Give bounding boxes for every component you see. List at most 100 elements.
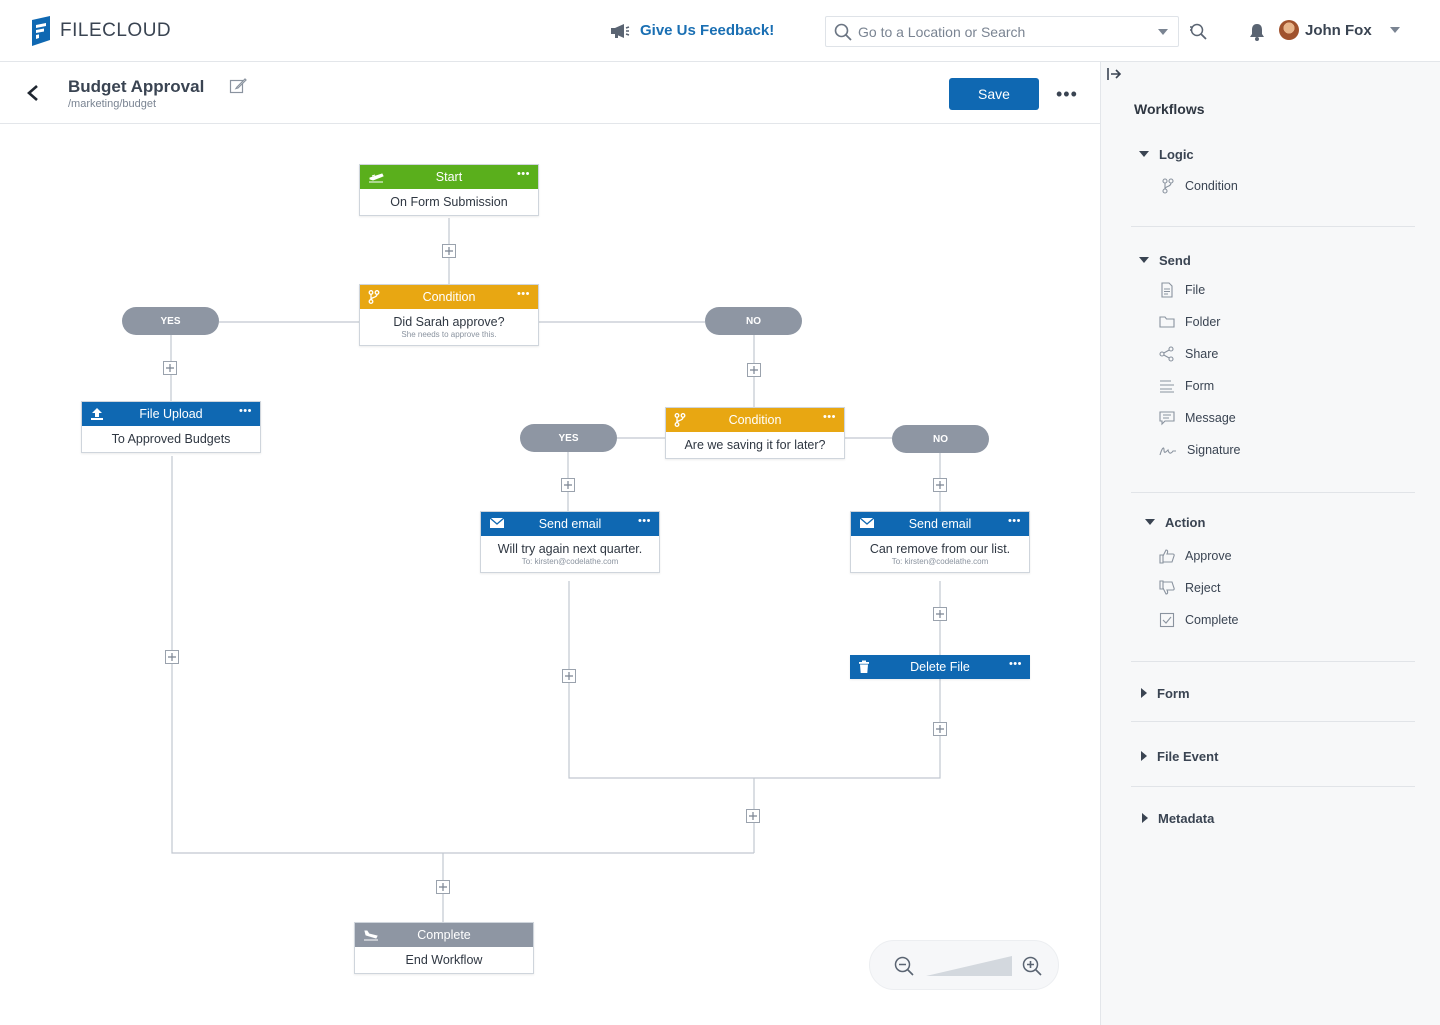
complete-node[interactable]: Complete End Workflow [354,922,534,974]
more-options-button[interactable]: ••• [1056,84,1078,104]
sidebar-item-file[interactable]: File [1139,274,1423,306]
branch-no-pill[interactable]: NO [705,307,802,335]
condition-node[interactable]: Condition ••• Did Sarah approve? She nee… [359,284,539,346]
edit-icon[interactable] [229,77,247,95]
node-menu-button[interactable]: ••• [1007,515,1021,527]
save-button[interactable]: Save [949,78,1039,110]
add-step-button[interactable] [746,809,760,823]
section-header-logic[interactable]: Logic [1139,144,1423,164]
sidebar-item-message[interactable]: Message [1139,402,1423,434]
add-step-button[interactable] [436,880,450,894]
file-upload-node[interactable]: File Upload ••• To Approved Budgets [81,401,261,453]
section-header-action[interactable]: Action [1145,512,1429,532]
add-step-button[interactable] [442,244,456,258]
collapse-sidebar-icon[interactable] [1106,67,1122,81]
section-header-metadata[interactable]: Metadata [1142,808,1426,828]
chevron-right-icon [1142,813,1148,823]
sidebar-item-share[interactable]: Share [1139,338,1423,370]
node-body: Can remove from our list. To: kirsten@co… [851,536,1029,572]
advanced-search-icon[interactable] [1188,22,1208,42]
search-dropdown-icon[interactable] [1158,29,1168,35]
sidebar-item-approve[interactable]: Approve [1145,540,1429,572]
section-action: Action Approve Reject Complete [1145,512,1429,636]
chevron-down-icon [1145,519,1155,525]
node-menu-button[interactable]: ••• [516,168,530,180]
item-label: Message [1185,411,1236,425]
node-body: Are we saving it for later? [684,438,826,452]
sidebar-item-folder[interactable]: Folder [1139,306,1423,338]
node-header: Send email ••• [851,512,1029,536]
delete-file-node[interactable]: Delete File ••• [850,655,1030,679]
section-header-send[interactable]: Send [1139,250,1423,270]
node-title: Delete File [910,660,970,674]
divider [1131,492,1415,493]
section-header-form[interactable]: Form [1141,683,1425,703]
sidebar-item-signature[interactable]: Signature [1139,434,1423,466]
chevron-down-icon [1139,257,1149,263]
zoom-slider[interactable] [926,955,1012,977]
zoom-in-icon[interactable] [1022,956,1042,976]
item-label: Reject [1185,581,1221,595]
add-step-button[interactable] [561,478,575,492]
section-header-file-event[interactable]: File Event [1141,746,1425,766]
connector-lines [170,218,941,922]
node-menu-button[interactable]: ••• [1008,658,1022,670]
trash-icon [859,660,869,673]
node-header: Condition ••• [666,408,844,432]
search-input[interactable] [858,23,1148,40]
logo[interactable]: FILECLOUD [30,16,171,46]
page-path: /marketing/budget [68,98,157,110]
sidebar-item-condition[interactable]: Condition [1139,170,1423,202]
chevron-down-icon [1389,27,1400,33]
item-label: Complete [1185,613,1239,627]
add-step-button[interactable] [933,722,947,736]
add-step-button[interactable] [163,361,177,375]
node-menu-button[interactable]: ••• [238,405,252,417]
item-label: Condition [1185,179,1238,193]
back-arrow-icon[interactable] [26,84,40,102]
branch-yes-pill[interactable]: YES [122,307,219,335]
add-step-button[interactable] [165,650,179,664]
node-menu-button[interactable]: ••• [637,515,651,527]
node-title: Condition [422,290,476,304]
add-step-button[interactable] [747,363,761,377]
search-box[interactable] [825,16,1179,47]
branch-yes-pill[interactable]: YES [520,424,617,452]
section-label: File Event [1157,748,1219,764]
workflow-canvas[interactable]: YES NO YES NO Start ••• On Form Submissi… [0,124,1100,1025]
section-label: Send [1159,252,1191,268]
logo-text: FILECLOUD [60,20,172,41]
thumbs-up-icon [1159,549,1175,564]
add-step-button[interactable] [933,607,947,621]
sidebar-item-reject[interactable]: Reject [1145,572,1429,604]
condition-node[interactable]: Condition ••• Are we saving it for later… [665,407,845,459]
node-header: Start ••• [360,165,538,189]
item-label: Approve [1185,549,1232,563]
start-node[interactable]: Start ••• On Form Submission [359,164,539,216]
section-label: Logic [1159,146,1194,162]
add-step-button[interactable] [562,669,576,683]
feedback-label: Give Us Feedback! [640,22,775,39]
feedback-link[interactable]: Give Us Feedback! [610,22,774,39]
branch-no-pill[interactable]: NO [892,425,989,453]
bell-icon[interactable] [1249,23,1265,41]
send-email-node[interactable]: Send email ••• Can remove from our list.… [850,511,1030,573]
zoom-control [869,940,1059,990]
sidebar-item-complete[interactable]: Complete [1145,604,1429,636]
add-step-button[interactable] [933,478,947,492]
chevron-right-icon [1141,751,1147,761]
node-menu-button[interactable]: ••• [822,411,836,423]
send-email-node[interactable]: Send email ••• Will try again next quart… [480,511,660,573]
user-menu[interactable]: John Fox [1279,20,1400,40]
node-menu-button[interactable]: ••• [516,288,530,300]
node-body: End Workflow [405,953,483,967]
plane-landing-icon [364,930,378,941]
page-header: Budget Approval /marketing/budget Save •… [0,62,1100,124]
node-header: Delete File ••• [850,655,1030,679]
user-name: John Fox [1305,21,1372,39]
plus-icon [445,247,453,255]
plus-icon [166,364,174,372]
sidebar-item-form[interactable]: Form [1139,370,1423,402]
node-header: File Upload ••• [82,402,260,426]
zoom-out-icon[interactable] [894,956,914,976]
